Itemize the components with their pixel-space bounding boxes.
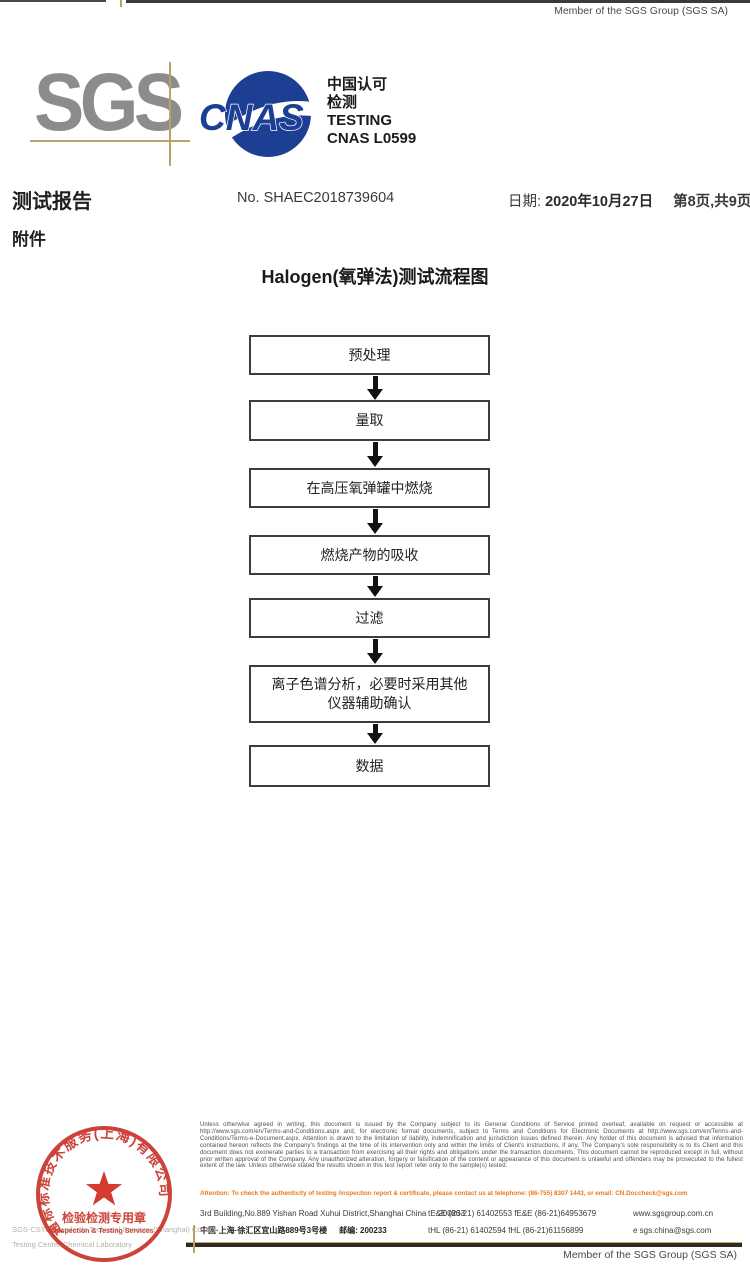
flow-step-filter: 过滤 [249,598,490,638]
flow-step-label: 离子色谱分析，必要时采用其他仪器辅助确认 [271,676,468,711]
report-title: 测试报告 [12,191,92,213]
footer-company-lines: SGS-CSTC Standards Technical Services (S… [12,1222,218,1252]
cnas-logo: CNAS [198,71,312,157]
flowchart-title: Halogen(氧弹法)测试流程图 [261,267,489,287]
date-label: 日期: [508,194,542,210]
footer-divider-bar [186,1242,742,1247]
member-of-sgs-group-top: Member of the SGS Group (SGS SA) [554,5,728,17]
flow-arrow [0,576,750,597]
flow-step-data: 数据 [249,745,490,787]
cnas-caption: 中国认可 检测 TESTING CNAS L0599 [327,76,416,148]
footer-company-line2: Testing Center-Chemical Laboratory [12,1240,133,1249]
page-info: 第8页,共9页 [673,194,750,210]
top-edge-line-left [0,0,106,2]
flow-step-label: 量取 [355,412,384,428]
flow-arrow [0,724,750,744]
stamp-center-line1: 检验检测专用章 [62,1210,146,1225]
member-of-sgs-group-bottom: Member of the SGS Group (SGS SA) [563,1249,737,1261]
attention-text: Attention: To check the authenticity of … [200,1190,688,1197]
address-row-cn: 中国·上海·徐汇区宜山路889号3号楼 邮编: 200233 tHL (86-2… [200,1222,745,1239]
sgs-logo: SGS [34,57,184,148]
crosshair-horizontal-line [30,140,190,142]
website: www.sgsgroup.com.cn [633,1209,714,1218]
flow-step-combustion: 在高压氧弹罐中燃烧 [249,468,490,508]
flow-step-label: 过滤 [355,609,384,626]
flow-step-label: 燃烧产物的吸收 [320,546,419,563]
postcode-en: 200233 [438,1209,466,1218]
flow-step-label: 预处理 [348,346,391,363]
date-value: 2020年10月27日 [545,194,654,210]
cnas-caption-line4: CNAS L0599 [327,130,417,147]
top-registration-tick [120,0,122,7]
footer-company-line1: SGS-CSTC Standards Technical Services (S… [12,1225,219,1234]
address-en: 3rd Building,No.889 Yishan Road Xuhui Di… [200,1205,465,1222]
inspection-testing-stamp: 通标标准技术服务(上海)有限公司 检验检测专用章 Inspection & Te… [35,1126,172,1262]
flow-arrow [0,509,750,534]
flow-arrow [0,442,750,467]
cnas-swoosh [223,101,312,142]
cnas-caption-line1: 中国认可 [327,76,388,93]
flow-step-pretreatment: 预处理 [249,335,490,375]
phones-cn: tHL (86-21) 61402594 fHL (86-21)61156899 [428,1226,584,1235]
cnas-caption-line2: 检测 [327,94,358,111]
attachment-label: 附件 [12,230,46,249]
flow-step-label: 在高压氧弹罐中燃烧 [306,479,433,496]
flow-arrow [0,376,750,400]
cnas-wordmark: CNAS [199,97,304,138]
footer-registration-vline [193,1225,195,1253]
email: e sgs.china@sgs.com [633,1226,712,1235]
stamp-star-icon [85,1171,123,1206]
report-number: No. SHAEC2018739604 [237,190,395,206]
flow-step-analysis: 离子色谱分析，必要时采用其他仪器辅助确认 [249,665,490,723]
flow-step-label: 数据 [355,757,384,774]
phones-en: tE&E (86-21) 61402553 fE&E (86-21)649536… [428,1209,597,1218]
address-row-en: 3rd Building,No.889 Yishan Road Xuhui Di… [200,1205,745,1222]
postcode-cn: 邮编: 200233 [339,1226,387,1235]
flow-step-measure: 量取 [249,400,490,441]
top-edge-line-right [126,0,750,3]
flow-arrow [0,639,750,664]
address-block: 3rd Building,No.889 Yishan Road Xuhui Di… [200,1205,745,1239]
cnas-caption-line3: TESTING [327,112,393,129]
stamp-ring [36,1126,172,1262]
disclaimer-text: Unless otherwise agreed in writing, this… [200,1122,743,1170]
crosshair-vertical-line [169,62,171,166]
address-cn: 中国·上海·徐汇区宜山路889号3号楼 邮编: 200233 [200,1222,428,1239]
flow-step-absorption: 燃烧产物的吸收 [249,535,490,575]
stamp-center-line2: Inspection & Testing Services [54,1228,153,1235]
date-and-page-row: 日期: 2020年10月27日 第8页,共9页 [508,190,750,211]
